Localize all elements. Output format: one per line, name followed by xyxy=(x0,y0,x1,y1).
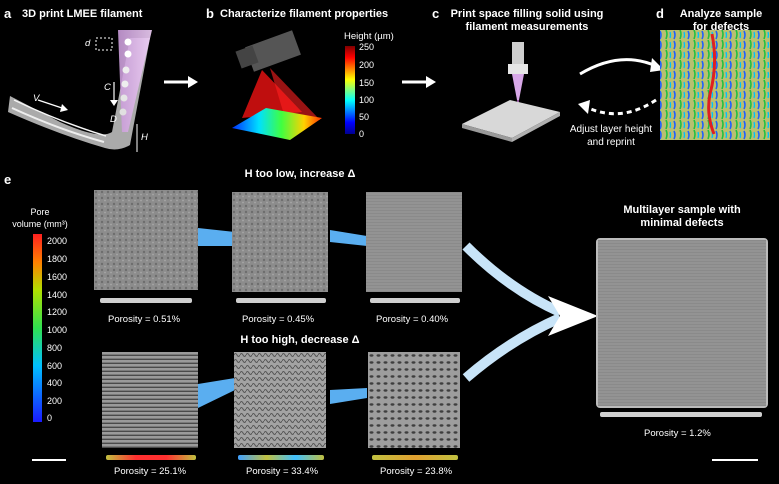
panel-d-title-line1: Analyze sample xyxy=(679,8,763,20)
band-bottom-1 xyxy=(198,378,235,408)
height-tick-50: 50 xyxy=(359,112,370,122)
pore-tick-1200: 1200 xyxy=(47,307,68,317)
panel-c-title: Print space filling solid using filament… xyxy=(446,8,608,34)
sample-top-1 xyxy=(94,190,198,290)
pore-tick-1600: 1600 xyxy=(47,272,68,282)
height-tick-0: 0 xyxy=(359,129,365,139)
height-colorbar xyxy=(345,46,355,134)
panel-c-letter: c xyxy=(432,6,440,21)
pore-tick-0: 0 xyxy=(47,413,53,423)
pore-tick-400: 400 xyxy=(47,378,63,388)
label-c: C xyxy=(104,82,111,93)
final-title-line2: minimal defects xyxy=(640,217,724,229)
loop-text-line1: Adjust layer height xyxy=(569,124,653,135)
porosity-top-3: Porosity = 0.40% xyxy=(376,314,449,325)
row-bottom-title: H too high, decrease Δ xyxy=(240,334,360,346)
arrow-b-to-c-head xyxy=(426,76,436,88)
cross-section-top-3 xyxy=(370,298,460,303)
label-d: d xyxy=(85,38,91,49)
pore-tick-1000: 1000 xyxy=(47,325,68,335)
height-tick-100: 100 xyxy=(359,95,375,105)
panel-d-letter: d xyxy=(656,6,664,21)
arrow-c-head xyxy=(110,100,118,106)
sample-bottom-2 xyxy=(234,352,326,448)
sample-top-2 xyxy=(232,192,328,292)
pore-tick-1800: 1800 xyxy=(47,254,68,264)
panel-c-title-line1: Print space filling solid using xyxy=(450,8,604,20)
height-colorbar-title: Height (µm) xyxy=(344,31,394,42)
porosity-bottom-1: Porosity = 25.1% xyxy=(114,466,187,477)
panel-c-title-line2: filament measurements xyxy=(465,21,589,33)
cross-section-bottom-2 xyxy=(238,455,324,460)
pore-colorbar-title: Pore volume (mm³) xyxy=(10,206,70,230)
converge-from-bottom xyxy=(462,313,563,382)
band-bottom-2 xyxy=(330,388,367,404)
pore-tick-600: 600 xyxy=(47,361,63,371)
sample-top-3 xyxy=(366,192,462,292)
pore-colorbar-title-line2: volume (mm³) xyxy=(12,219,68,229)
panel-b-letter: b xyxy=(206,6,214,21)
arrow-v-head xyxy=(60,104,68,112)
cross-section-top-1 xyxy=(100,298,192,303)
porosity-final: Porosity = 1.2% xyxy=(644,428,711,439)
panel-b-illustration xyxy=(232,30,322,140)
pore-tick-800: 800 xyxy=(47,343,63,353)
panel-d-title: Analyze sample for defects xyxy=(668,8,774,34)
final-title-line1: Multilayer sample with xyxy=(623,204,741,216)
height-tick-250: 250 xyxy=(359,42,375,52)
sample-bottom-1 xyxy=(102,352,198,448)
converge-arrowhead xyxy=(548,296,598,336)
loop-arrow-return xyxy=(583,98,657,116)
porosity-top-1: Porosity = 0.51% xyxy=(108,314,181,325)
label-v: V xyxy=(33,93,40,104)
pore-tick-200: 200 xyxy=(47,396,63,406)
band-top-1 xyxy=(198,228,235,246)
porosity-bottom-3: Porosity = 23.8% xyxy=(380,466,453,477)
cross-section-bottom-1 xyxy=(106,455,196,460)
multilayer-sample xyxy=(596,238,768,408)
band-top-2 xyxy=(330,230,367,246)
height-tick-200: 200 xyxy=(359,60,375,70)
dimension-d-box xyxy=(95,37,113,51)
loop-arrow-forward xyxy=(579,58,657,76)
panel-d-title-line2: for defects xyxy=(692,21,750,33)
converge-from-top xyxy=(462,242,563,317)
final-sample-title: Multilayer sample with minimal defects xyxy=(596,204,768,230)
pore-tick-2000: 2000 xyxy=(47,236,68,246)
sample-bottom-3 xyxy=(368,352,460,448)
panel-b-title: Characterize filament properties xyxy=(220,8,389,20)
pore-colorbar-title-line1: Pore xyxy=(30,207,50,217)
cross-section-bottom-3 xyxy=(372,455,458,460)
loop-text: Adjust layer height and reprint xyxy=(556,123,666,149)
porosity-bottom-2: Porosity = 33.4% xyxy=(246,466,319,477)
label-h: H xyxy=(141,132,148,143)
panel-a-title: 3D print LMEE filament xyxy=(22,8,143,20)
panel-e-letter: e xyxy=(4,172,12,187)
label-D: D xyxy=(110,114,117,125)
height-tick-150: 150 xyxy=(359,78,375,88)
loop-text-line2: and reprint xyxy=(587,137,635,148)
pore-volume-colorbar xyxy=(33,234,42,422)
loop-arrow-return-head xyxy=(578,100,590,114)
porosity-top-2: Porosity = 0.45% xyxy=(242,314,315,325)
defect-red-streak xyxy=(707,33,717,135)
panel-c-illustration xyxy=(462,42,560,142)
arrow-v xyxy=(37,99,63,109)
pore-tick-1400: 1400 xyxy=(47,290,68,300)
cross-section-multilayer xyxy=(600,412,762,417)
arrow-a-to-b-head xyxy=(188,76,198,88)
panel-a-letter: a xyxy=(4,6,12,21)
panel-a-illustration xyxy=(8,30,152,150)
row-top-title: H too low, increase Δ xyxy=(244,168,356,180)
cross-section-top-2 xyxy=(236,298,326,303)
